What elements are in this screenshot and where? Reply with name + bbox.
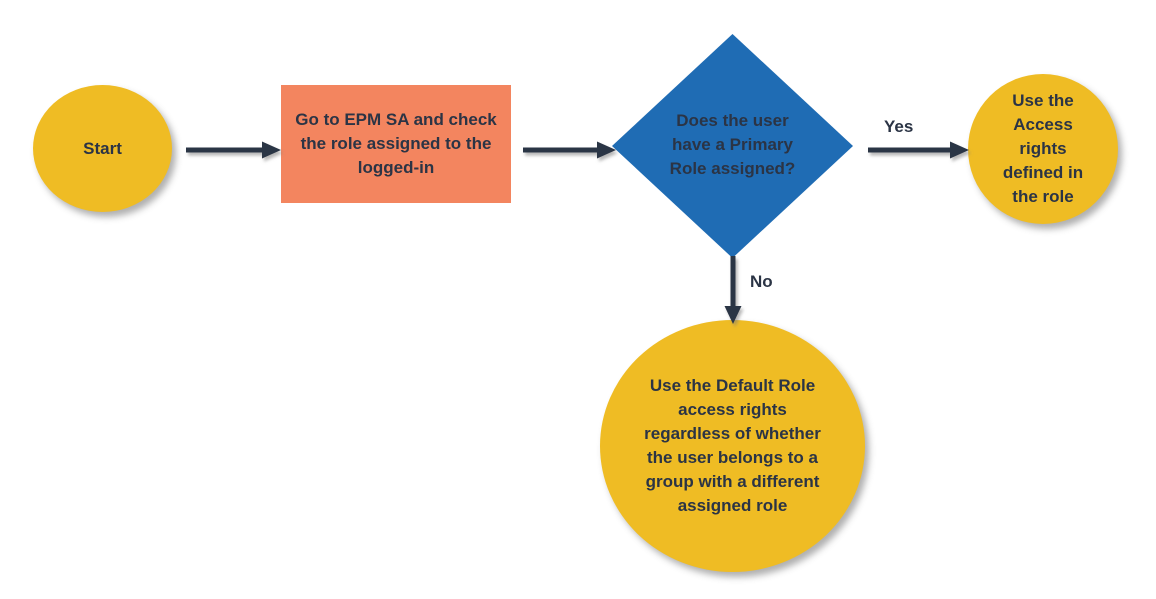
node-process-check-role[interactable]: Go to EPM SA and check the role assigned… xyxy=(281,85,511,203)
arrow-decision-yes xyxy=(868,140,972,160)
node-decision-primary-role[interactable]: Does the user have a Primary Role assign… xyxy=(612,34,853,258)
edge-label-no: No xyxy=(750,272,773,291)
node-start-label: Start xyxy=(83,138,122,158)
arrow-decision-no xyxy=(723,256,743,326)
node-default-role-access[interactable]: Use the Default Role access rights regar… xyxy=(600,320,865,572)
node-decision-label: Does the user have a Primary Role assign… xyxy=(669,111,796,178)
arrow-start-to-process xyxy=(186,140,282,160)
node-default-role-label: Use the Default Role access rights regar… xyxy=(644,376,821,515)
node-process-label: Go to EPM SA and check the role assigned… xyxy=(295,110,497,177)
node-start[interactable]: Start xyxy=(33,85,172,212)
edge-label-yes: Yes xyxy=(884,117,914,136)
node-access-rights-label: Use the Access rights defined in the rol… xyxy=(1002,91,1084,206)
arrow-process-to-decision xyxy=(523,140,619,160)
node-access-rights-in-role[interactable]: Use the Access rights defined in the rol… xyxy=(968,74,1118,224)
